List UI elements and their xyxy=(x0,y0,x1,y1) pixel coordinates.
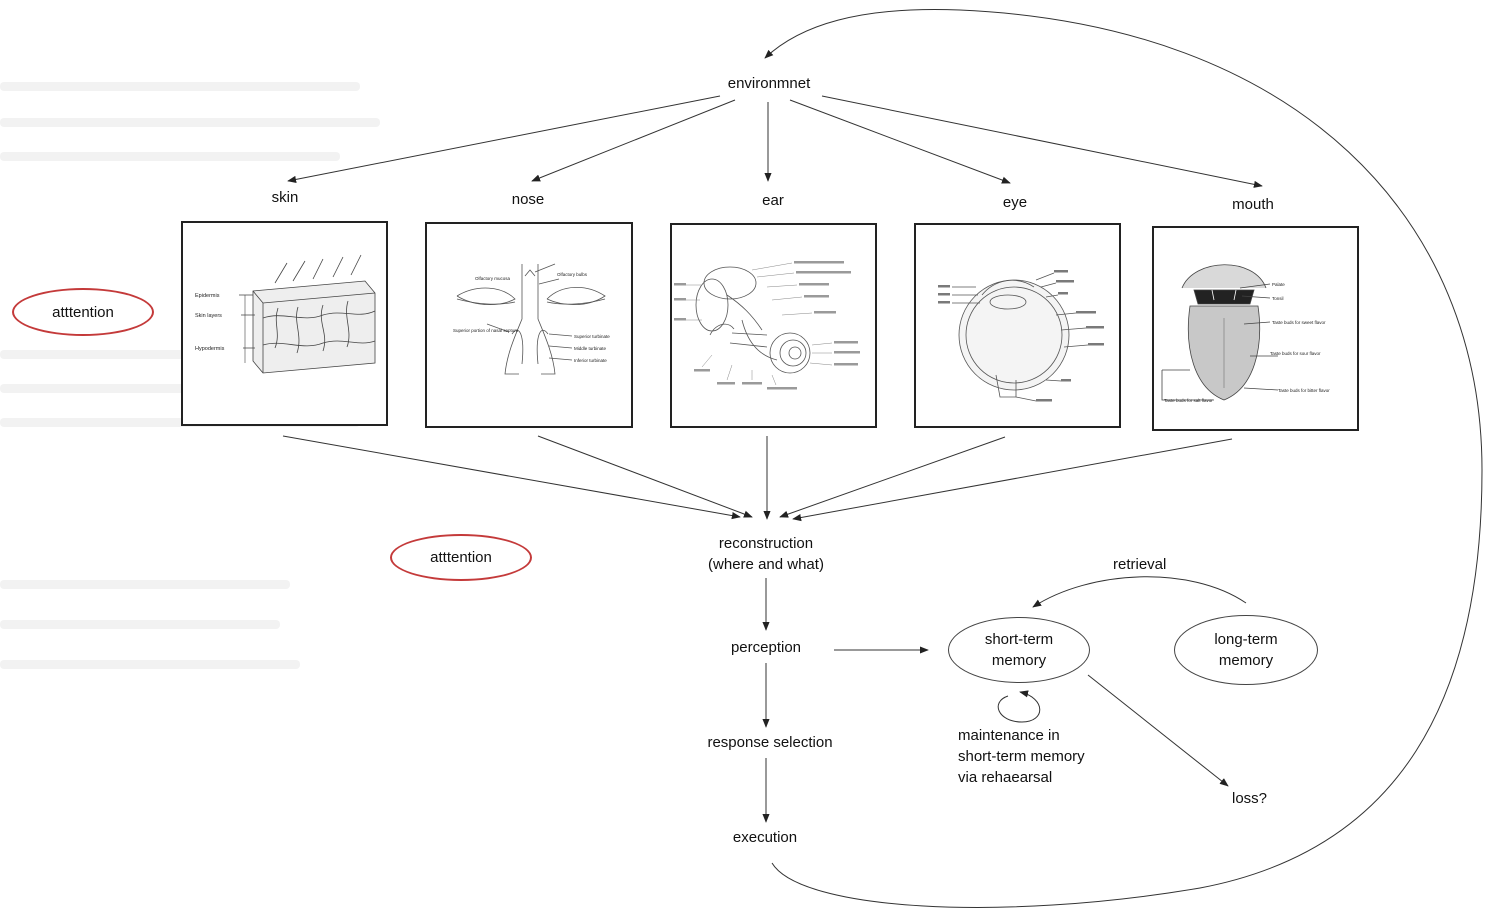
maintenance-line-3: via rehaearsal xyxy=(958,769,1053,786)
retrieval-label: retrieval xyxy=(1113,556,1167,573)
response-selection-node: response selection xyxy=(707,734,833,751)
arrow-env-eye xyxy=(789,99,1011,184)
mouth-label-2: Taste buds for sweet flavor xyxy=(1272,320,1326,325)
nose-diagram: Olfactory mucosa Olfactory bulbs Superio… xyxy=(425,222,633,428)
sense-label-ear: ear xyxy=(762,192,784,209)
mouth-label-1: Tonsil xyxy=(1272,296,1284,301)
nose-label-3: Superior turbinate xyxy=(574,334,610,339)
arrow-stm-loss xyxy=(1087,674,1229,787)
arrow-env-mouth xyxy=(821,95,1263,188)
maintenance-line-1: maintenance in xyxy=(958,727,1060,744)
short-term-memory-oval: short-term memory xyxy=(948,617,1090,683)
arrow-env-nose xyxy=(531,99,736,182)
sense-label-eye: eye xyxy=(1002,194,1028,211)
reconstruction-sublabel: (where and what) xyxy=(708,556,824,573)
skin-label-layers: Skin layers xyxy=(195,313,222,319)
perception-node: perception xyxy=(730,639,802,656)
nose-label-1: Olfactory bulbs xyxy=(557,272,588,277)
loss-label: loss? xyxy=(1232,790,1268,807)
sense-label-nose: nose xyxy=(511,191,545,208)
mouth-diagram: Palate Tonsil Taste buds for sweet flavo… xyxy=(1152,226,1359,431)
mouth-label-0: Palate xyxy=(1272,282,1285,287)
short-term-memory-label-1: short-term xyxy=(984,631,1054,648)
sense-label-skin: skin xyxy=(271,189,299,206)
arrow-skin-recon xyxy=(282,435,741,520)
arrow-retrieval xyxy=(1032,576,1247,608)
arrow-eye-recon xyxy=(779,436,1006,518)
nose-label-5: Inferior turbinate xyxy=(574,358,607,363)
long-term-memory-label-1: long-term xyxy=(1214,631,1278,648)
eye-diagram xyxy=(914,223,1121,428)
skin-label-hypodermis: Hypodermis xyxy=(195,346,225,352)
attention-label-bottom: atttention xyxy=(430,549,492,566)
ear-diagram xyxy=(670,223,877,428)
attention-oval-top: atttention xyxy=(12,288,154,336)
arrow-env-skin xyxy=(287,95,721,183)
mouth-label-5: Taste buds for salt flavor xyxy=(1164,398,1213,403)
maintenance-line-2: short-term memory xyxy=(958,748,1085,765)
mouth-label-4: Taste buds for bitter flavor xyxy=(1278,388,1330,393)
mouth-label-3: Taste buds for sour flavor xyxy=(1270,351,1321,356)
maintenance-label: maintenance in short-term memory via reh… xyxy=(958,725,1085,788)
long-term-memory-label-2: memory xyxy=(1218,652,1274,669)
skin-diagram: Epidermis Skin layers Hypodermis xyxy=(181,221,388,426)
arrow-rehearsal-loop xyxy=(997,690,1041,723)
short-term-memory-label-2: memory xyxy=(991,652,1047,669)
nose-label-2: Superior portion of nasal septum xyxy=(453,328,518,333)
sense-label-mouth: mouth xyxy=(1232,196,1274,213)
environment-label: environmnet xyxy=(727,75,811,92)
nose-label-4: Middle turbinate xyxy=(574,346,607,351)
reconstruction-node: reconstruction (where and what) xyxy=(708,533,824,575)
nose-label-0: Olfactory mucosa xyxy=(475,276,511,281)
long-term-memory-oval: long-term memory xyxy=(1174,615,1318,685)
reconstruction-label: reconstruction xyxy=(718,535,814,552)
execution-node: execution xyxy=(732,829,798,846)
arrow-feedback-loop xyxy=(764,9,1483,908)
arrow-nose-recon xyxy=(537,435,753,518)
attention-label-top: atttention xyxy=(52,303,114,321)
attention-oval-bottom: atttention xyxy=(390,534,532,581)
skin-label-epidermis: Epidermis xyxy=(195,293,220,299)
arrow-mouth-recon xyxy=(792,438,1233,522)
